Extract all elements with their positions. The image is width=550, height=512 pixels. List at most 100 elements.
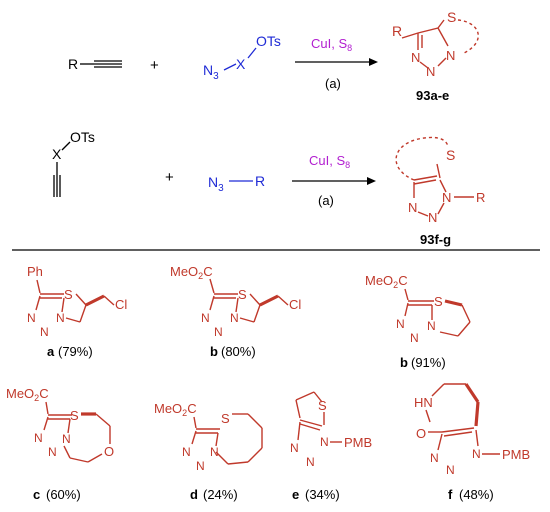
product-f-r3 — [425, 409, 431, 423]
product-c-r3 — [87, 453, 103, 463]
product-a-ch2 — [103, 295, 115, 306]
row1-azide-ots: OTs — [256, 33, 281, 49]
row1-product-n1: N — [411, 50, 420, 65]
product-d-r5 — [227, 461, 249, 465]
product-b1-tri-2 — [235, 297, 239, 313]
row2-bond-ots — [61, 141, 71, 151]
row1-product-nn2 — [437, 57, 447, 67]
product-d-n2: N — [196, 459, 205, 473]
row1-product-n3: N — [446, 48, 455, 63]
product-e-r3 — [313, 391, 323, 403]
row2-product-nn2 — [437, 202, 445, 215]
product-b2-bond — [404, 288, 409, 301]
product-d-bond — [193, 416, 197, 429]
product-c-r1 — [95, 413, 111, 427]
product-f-tri-1 — [437, 433, 443, 451]
product-a-cl: Cl — [115, 297, 127, 312]
product-e-tri-1 — [297, 421, 301, 441]
product-e-n1: N — [290, 441, 299, 455]
product-d-r4 — [247, 447, 263, 463]
row2-product-n3: N — [442, 190, 451, 205]
product-b2-n2: N — [410, 331, 419, 345]
product-f-r1 — [431, 383, 445, 397]
product-d-r6 — [215, 451, 229, 465]
row1-alkyne-r: R — [68, 56, 78, 72]
row1-reagent: CuI, S8 — [311, 36, 352, 53]
row1-condition: (a) — [325, 76, 341, 91]
row2-x: X — [52, 146, 62, 162]
product-e-letter: e — [292, 487, 299, 502]
product-f-bold2 — [474, 401, 480, 427]
product-d: MeO2C S N N N d (24%) — [154, 401, 263, 502]
product-c-yield: (60%) — [46, 487, 81, 502]
row2-azide-r: R — [255, 173, 265, 189]
product-b1-ring-c — [239, 317, 255, 323]
product-b2: MeO2C S N N N b (91%) — [365, 273, 471, 370]
product-e-pmb: PMB — [344, 435, 372, 450]
product-d-tri-2 — [215, 432, 219, 447]
product-f-n2: N — [446, 463, 455, 477]
product-b2-letter: b — [400, 355, 408, 370]
product-a-s-c — [75, 293, 87, 306]
product-a-substituent: Ph — [27, 264, 43, 279]
row2-plus: + — [165, 169, 174, 186]
product-c-tri-2 — [67, 418, 71, 434]
row1-product-n2: N — [426, 64, 435, 79]
product-a-letter: a — [47, 344, 55, 359]
product-a-tri-1 — [35, 295, 41, 311]
product-f-c-c — [441, 427, 475, 433]
product-b1-n2: N — [214, 325, 223, 339]
product-c-bond — [45, 401, 49, 415]
product-f-hn: HN — [414, 395, 433, 410]
product-b1: MeO2C S Cl N N N b (80%) — [170, 264, 301, 359]
row2-product-s-bond — [436, 163, 441, 179]
product-c-n2: N — [48, 445, 57, 459]
product-b1-wedge — [259, 294, 279, 307]
product-f-letter: f — [448, 487, 453, 502]
row2: X OTs + N3 R CuI, S8 (a) S N N N R 93f-g — [52, 129, 485, 247]
product-c: MeO2C S O N N N c (60%) — [6, 386, 114, 502]
product-d-ester: MeO2C — [154, 401, 197, 418]
row2-product-r: R — [476, 190, 485, 205]
product-b2-yield: (91%) — [411, 355, 446, 370]
product-b1-letter: b — [210, 344, 218, 359]
product-d-s: S — [221, 411, 230, 426]
row2-product-label: 93f-g — [420, 232, 451, 247]
product-c-o: O — [104, 444, 114, 459]
product-d-tri-1 — [191, 430, 197, 445]
product-b2-n1: N — [396, 317, 405, 331]
row1-plus: + — [150, 57, 159, 74]
product-c-ester: MeO2C — [6, 386, 49, 403]
product-b2-s: S — [434, 294, 443, 309]
row1-product-s: S — [447, 9, 456, 25]
row1-product-dashed-ring — [457, 19, 479, 55]
product-b2-ch2a — [461, 304, 471, 323]
product-b2-ch2b — [457, 321, 471, 337]
product-e: S N N N PMB e (34%) — [290, 391, 372, 502]
row2-product-n1: N — [408, 200, 417, 215]
product-c-s: S — [70, 408, 79, 423]
product-f-n1: N — [430, 451, 439, 465]
row1-product-label: 93a-e — [416, 88, 449, 103]
row2-condition: (a) — [318, 193, 334, 208]
row1-azide-bond — [223, 63, 237, 71]
product-b1-yield: (80%) — [221, 344, 256, 359]
product-e-n3: N — [320, 435, 329, 449]
row1-product-ring2 — [437, 27, 449, 47]
product-d-r2 — [247, 413, 263, 429]
row2-product-nn1 — [417, 211, 429, 217]
row1-arrowhead — [369, 58, 378, 66]
product-d-n3: N — [210, 445, 219, 459]
row2-ots: OTs — [70, 129, 95, 145]
product-f-bold1 — [464, 383, 480, 403]
product-f-c-cd — [443, 431, 473, 437]
row2-product-ring-topd — [413, 179, 437, 185]
product-b2-tri-1 — [404, 302, 409, 317]
product-e-s: S — [318, 398, 327, 413]
row2-product-ring-r — [439, 179, 447, 193]
row1-azide-x: X — [236, 56, 246, 72]
product-b1-n3: N — [230, 311, 239, 325]
product-c-r5 — [63, 445, 71, 459]
product-b1-s-c — [249, 293, 261, 306]
